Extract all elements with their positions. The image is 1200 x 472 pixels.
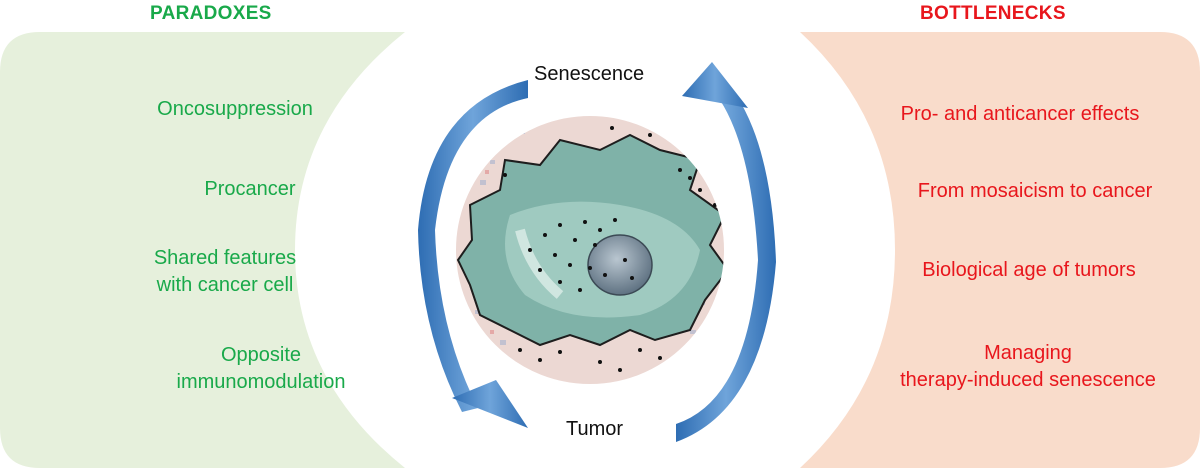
paradox-item-line: Shared features — [153, 247, 297, 269]
paradox-item-line: immunomodulation — [176, 371, 346, 393]
arrow-senescence-to-tumor — [418, 80, 528, 428]
paradox-item-line: Opposite — [220, 344, 302, 366]
bottlenecks-heading: BOTTLENECKS — [920, 3, 1066, 24]
bottleneck-item-line: Managing — [984, 342, 1072, 364]
bottleneck-item-line: Biological age of tumors — [922, 259, 1136, 281]
paradox-item-oncosuppression: Oncosuppression — [105, 96, 365, 123]
tumor-label: Tumor — [566, 418, 624, 440]
arrow-tumor-to-senescence — [676, 62, 776, 442]
paradox-item-line: with cancer cell — [156, 274, 294, 296]
bottleneck-item-mosaicism: From mosaicism to cancer — [875, 178, 1195, 205]
senescence-label: Senescence — [534, 63, 645, 85]
bottleneck-item-biological-age: Biological age of tumors — [869, 257, 1189, 284]
paradox-item-shared-features: Shared features with cancer cell — [95, 245, 355, 299]
bottleneck-item-line: Pro- and anticancer effects — [900, 103, 1140, 125]
bottleneck-item-pro-anticancer: Pro- and anticancer effects — [860, 101, 1180, 128]
paradoxes-heading: PARADOXES — [150, 3, 272, 24]
bottleneck-item-therapy-induced: Managing therapy-induced senescence — [868, 340, 1188, 394]
bottleneck-item-line: therapy-induced senescence — [900, 369, 1156, 391]
paradox-item-immunomodulation: Opposite immunomodulation — [131, 342, 391, 396]
bottlenecks-panel — [800, 32, 1200, 468]
paradox-item-procancer: Procancer — [120, 176, 380, 203]
paradox-item-line: Oncosuppression — [157, 98, 313, 120]
senescent-cell-illustration — [455, 115, 725, 385]
paradoxes-panel — [0, 32, 405, 468]
paradox-item-line: Procancer — [204, 178, 296, 200]
bottleneck-item-line: From mosaicism to cancer — [917, 180, 1153, 202]
